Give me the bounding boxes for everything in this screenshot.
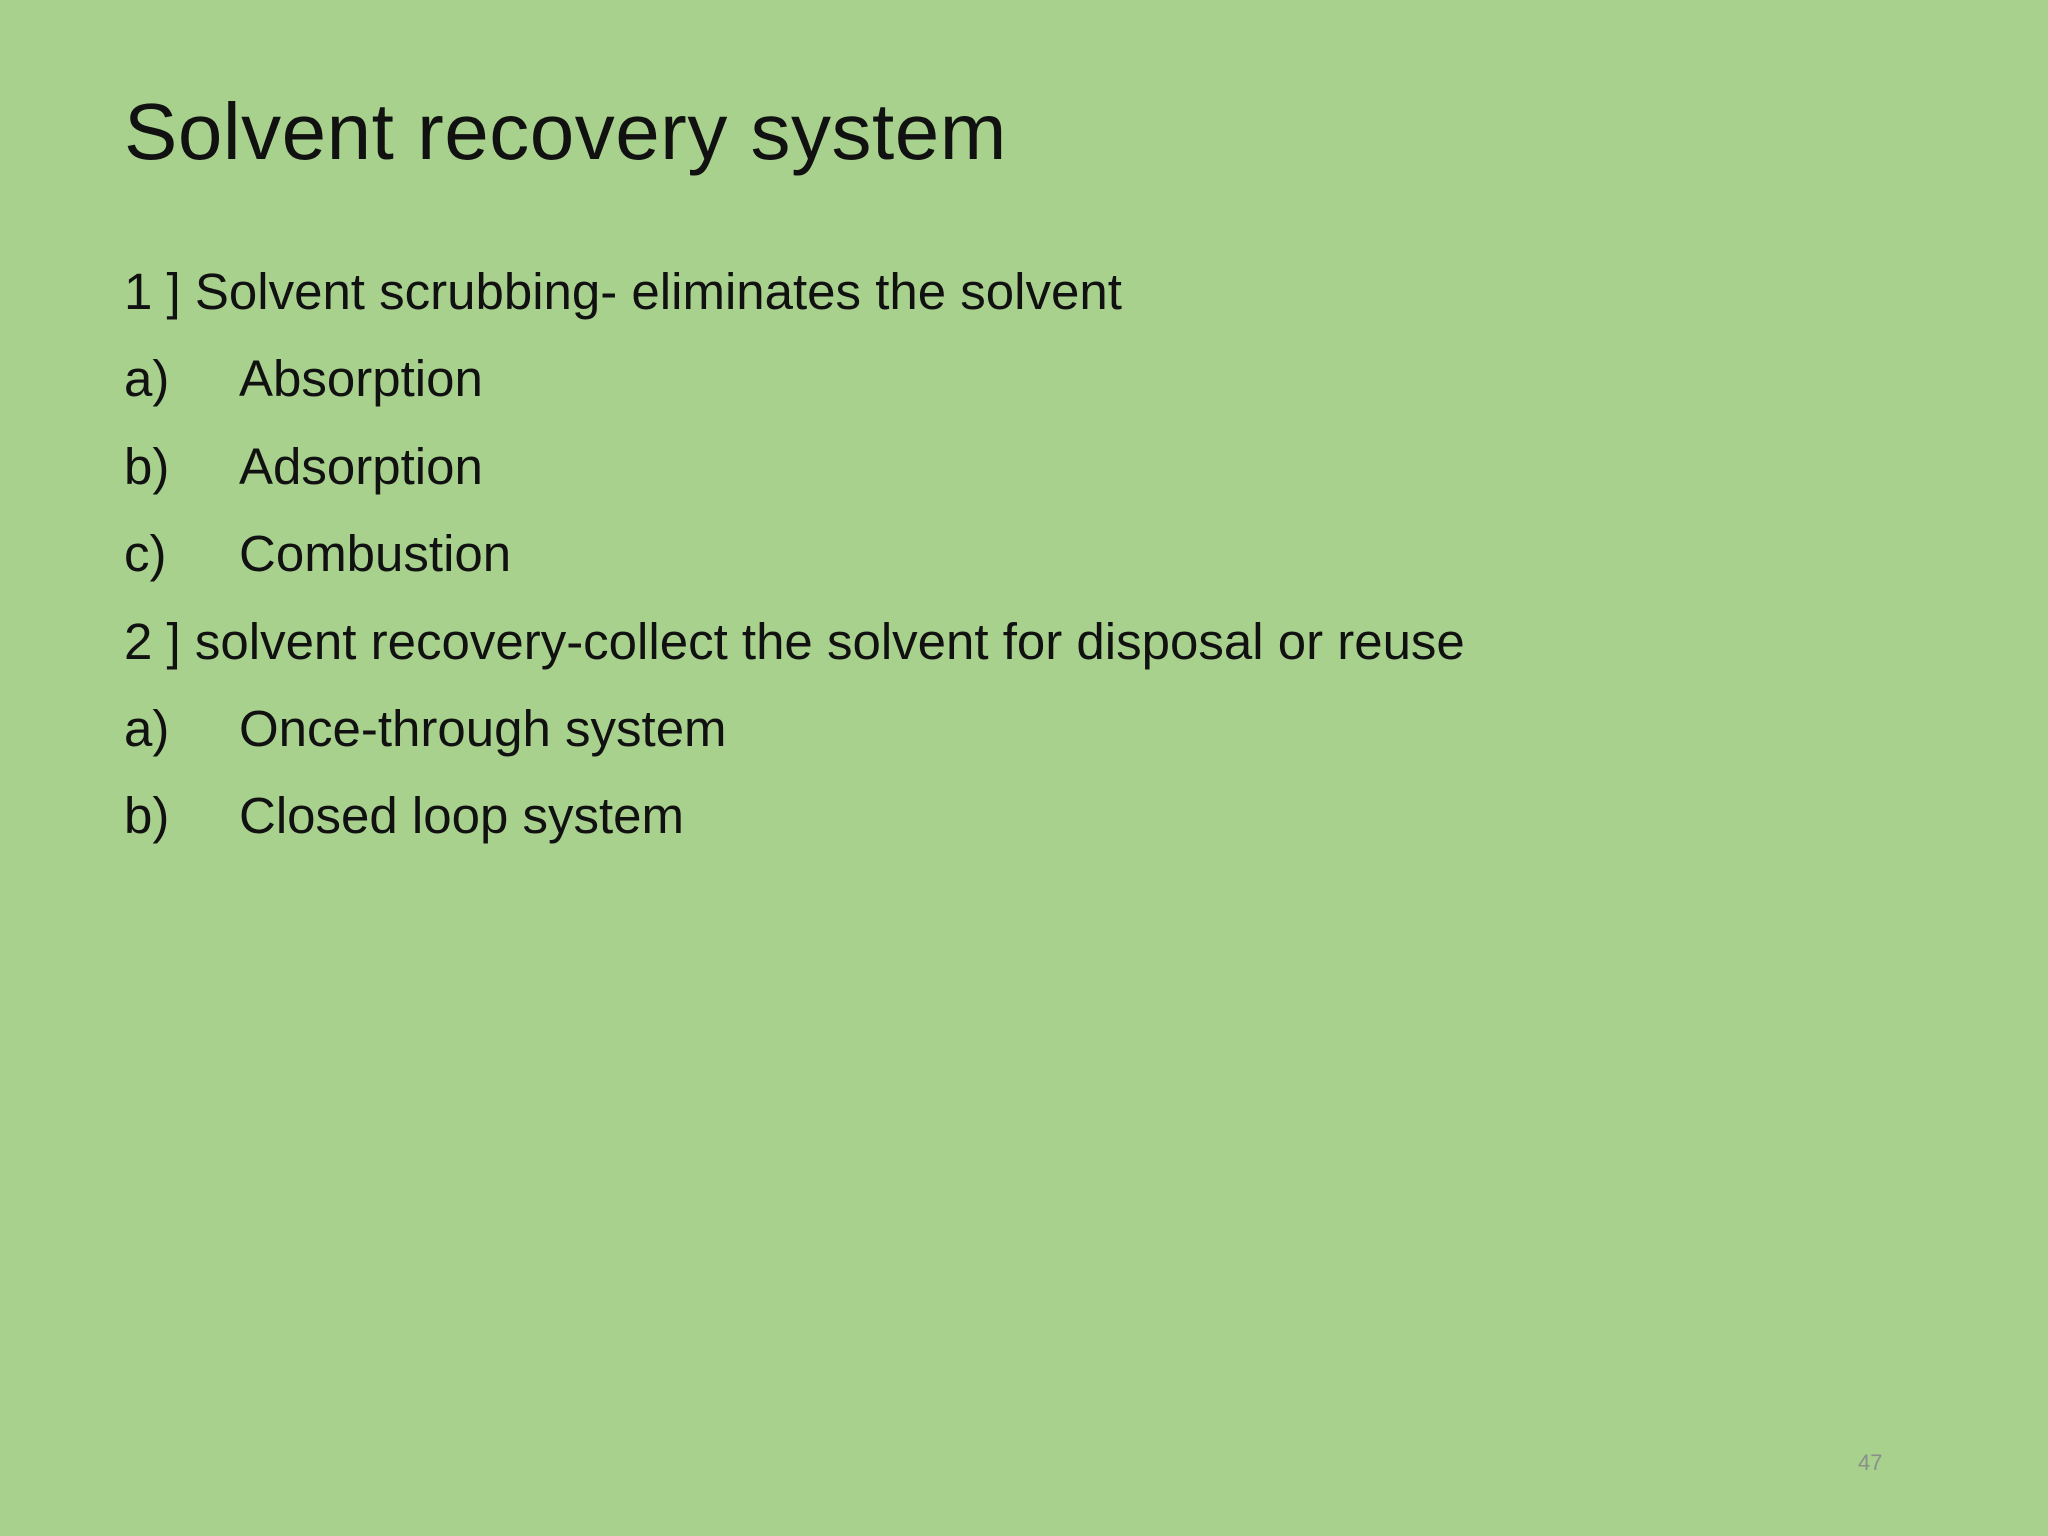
list-marker: a) — [124, 350, 170, 408]
list-item-text: Once-through system — [239, 700, 727, 758]
slide-title: Solvent recovery system — [124, 87, 1007, 176]
list-item-text: Combustion — [239, 525, 512, 583]
list-marker: b) — [124, 437, 170, 495]
list-item: a) Once-through system — [124, 685, 1904, 772]
list-item: c) Combustion — [124, 510, 1904, 597]
list-item: b) Closed loop system — [124, 772, 1904, 859]
list-marker: a) — [124, 700, 170, 758]
list-item: a) Absorption — [124, 335, 1904, 422]
list-item-text: Closed loop system — [239, 787, 685, 845]
slide-content: 1 ] Solvent scrubbing- eliminates the so… — [124, 248, 1904, 860]
list-item: b) Adsorption — [124, 423, 1904, 510]
section-heading-1: 1 ] Solvent scrubbing- eliminates the so… — [124, 263, 1122, 320]
section-heading-2: 2 ] solvent recovery-collect the solvent… — [124, 612, 1465, 670]
list-marker: b) — [124, 787, 170, 845]
page-number: 47 — [1858, 1450, 1883, 1475]
list-item-text: Adsorption — [239, 437, 483, 495]
list-marker: c) — [124, 525, 167, 583]
list-item-text: Absorption — [239, 350, 483, 408]
